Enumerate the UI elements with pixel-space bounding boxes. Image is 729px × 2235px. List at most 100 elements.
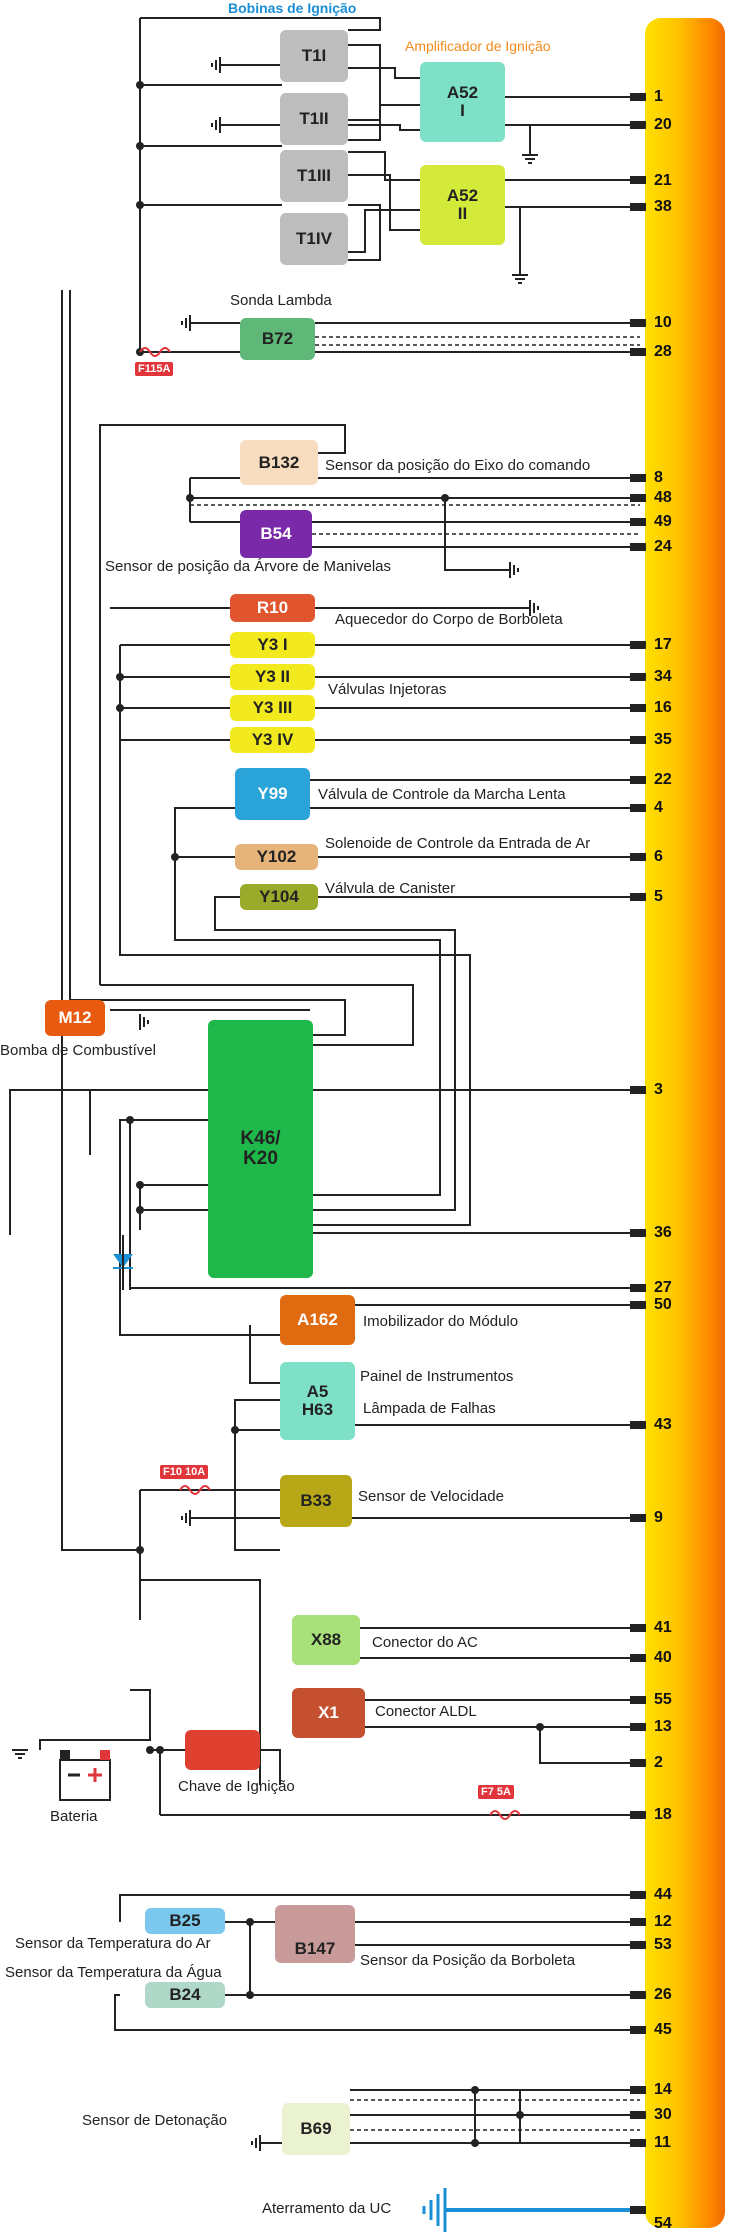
label-b69: Sensor de Detonação bbox=[82, 2112, 228, 2129]
terminal-38: 38 bbox=[654, 198, 672, 215]
fuel-pump-m12: M12 bbox=[45, 1000, 105, 1036]
terminal-22: 22 bbox=[654, 771, 672, 788]
terminal-20: 20 bbox=[654, 116, 672, 133]
terminal-43: 43 bbox=[654, 1416, 672, 1433]
terminal-9: 9 bbox=[654, 1509, 663, 1526]
battery-symbol bbox=[59, 1750, 111, 1801]
idle-valve-y99: Y99 bbox=[235, 768, 310, 820]
ac-connector-x88: X88 bbox=[292, 1615, 360, 1665]
terminal-35: 35 bbox=[654, 731, 672, 748]
terminal-14: 14 bbox=[654, 2081, 672, 2098]
air-temp-sensor-b25: B25 bbox=[145, 1908, 225, 1934]
label-battery: Bateria bbox=[50, 1808, 98, 1825]
terminal-48: 48 bbox=[654, 489, 672, 506]
terminal-34: 34 bbox=[654, 668, 672, 685]
aldl-connector-x1: X1 bbox=[292, 1688, 365, 1738]
terminal-53: 53 bbox=[654, 1936, 672, 1953]
crankshaft-sensor-b54: B54 bbox=[240, 510, 312, 558]
label-y104: Válvula de Canister bbox=[325, 880, 456, 897]
terminal-28: 28 bbox=[654, 343, 672, 360]
fuse-f115a: F115A bbox=[135, 362, 174, 376]
label-b25: Sensor da Temperatura do Ar bbox=[15, 1935, 211, 1952]
label-b24: Sensor da Temperatura da Água bbox=[5, 1964, 222, 1981]
terminal-8: 8 bbox=[654, 469, 663, 486]
coil-t1ii: T1II bbox=[280, 93, 348, 145]
ignition-switch bbox=[185, 1730, 260, 1770]
coil-t1i: T1I bbox=[280, 30, 348, 82]
terminal-5: 5 bbox=[654, 888, 663, 905]
terminal-4: 4 bbox=[654, 799, 663, 816]
label-y102: Solenoide de Controle da Entrada de Ar bbox=[325, 835, 591, 852]
terminal-17: 17 bbox=[654, 636, 672, 653]
terminal-40: 40 bbox=[654, 1649, 672, 1666]
panel-a5-h63: A5 H63 bbox=[280, 1362, 355, 1440]
terminal-55: 55 bbox=[654, 1691, 672, 1708]
terminal-26: 26 bbox=[654, 1986, 672, 2003]
terminal-6: 6 bbox=[654, 848, 663, 865]
terminal-50: 50 bbox=[654, 1296, 672, 1313]
label-ground: Aterramento da UC bbox=[262, 2200, 392, 2217]
coil-t1iii: T1III bbox=[280, 150, 348, 202]
label-x88: Conector do AC bbox=[372, 1634, 478, 1651]
terminal-1: 1 bbox=[654, 88, 663, 105]
terminal-54: 54 bbox=[654, 2215, 672, 2232]
terminal-11: 11 bbox=[654, 2134, 671, 2151]
label-a5: Painel de Instrumentos bbox=[360, 1368, 514, 1385]
ecu-connector-bar bbox=[645, 18, 725, 2228]
relay-k46-k20: K46/ K20 bbox=[208, 1020, 313, 1278]
terminal-16: 16 bbox=[654, 699, 672, 716]
header-coils: Bobinas de Ignição bbox=[228, 0, 357, 16]
amplifier-a52-i: A52 I bbox=[420, 62, 505, 142]
label-b147: Sensor da Posição da Borboleta bbox=[360, 1952, 576, 1969]
injector-y3-iv: Y3 IV bbox=[230, 727, 315, 753]
terminal-30: 30 bbox=[654, 2106, 672, 2123]
solenoid-y102: Y102 bbox=[235, 844, 318, 870]
label-ignition: Chave de Ignição bbox=[178, 1778, 295, 1795]
label-b33: Sensor de Velocidade bbox=[358, 1488, 504, 1505]
water-temp-sensor-b24: B24 bbox=[145, 1982, 225, 2008]
camshaft-sensor-b132: B132 bbox=[240, 440, 318, 485]
fuse-f7: F7 5A bbox=[478, 1785, 514, 1799]
terminal-18: 18 bbox=[654, 1806, 672, 1823]
label-lambda: Sonda Lambda bbox=[230, 292, 332, 309]
terminal-27: 27 bbox=[654, 1279, 672, 1296]
b147-name: B147 bbox=[294, 1939, 336, 1959]
immobilizer-a162: A162 bbox=[280, 1295, 355, 1345]
throttle-sensor-b147: B147 bbox=[275, 1905, 355, 1963]
terminal-45: 45 bbox=[654, 2021, 672, 2038]
lambda-sensor-b72: B72 bbox=[240, 318, 315, 360]
terminal-2: 2 bbox=[654, 1754, 663, 1771]
label-y3: Válvulas Injetoras bbox=[328, 681, 447, 698]
coil-t1iv: T1IV bbox=[280, 213, 348, 265]
label-r10: Aquecedor do Corpo de Borboleta bbox=[335, 611, 563, 628]
terminal-12: 12 bbox=[654, 1913, 672, 1930]
label-b132: Sensor da posição do Eixo do comando bbox=[325, 457, 591, 474]
injector-y3-i: Y3 I bbox=[230, 632, 315, 658]
terminal-3: 3 bbox=[654, 1081, 663, 1098]
heater-r10: R10 bbox=[230, 594, 315, 622]
fuse-f10: F10 10A bbox=[160, 1465, 209, 1479]
injector-y3-iii: Y3 III bbox=[230, 695, 315, 721]
label-y99: Válvula de Controle da Marcha Lenta bbox=[318, 786, 566, 803]
terminal-49: 49 bbox=[654, 513, 672, 530]
terminal-10: 10 bbox=[654, 314, 672, 331]
injector-y3-ii: Y3 II bbox=[230, 664, 315, 690]
terminal-24: 24 bbox=[654, 538, 672, 555]
amplifier-a52-ii: A52 II bbox=[420, 165, 505, 245]
terminal-13: 13 bbox=[654, 1718, 672, 1735]
terminal-41: 41 bbox=[654, 1619, 672, 1636]
label-x1: Conector ALDL bbox=[375, 1703, 477, 1720]
header-amplifier: Amplificador de Ignição bbox=[405, 38, 551, 54]
canister-valve-y104: Y104 bbox=[240, 884, 318, 910]
terminal-44: 44 bbox=[654, 1886, 672, 1903]
terminal-21: 21 bbox=[654, 172, 672, 189]
label-m12: Bomba de Combustível bbox=[0, 1042, 156, 1059]
label-a162: Imobilizador do Módulo bbox=[363, 1313, 519, 1330]
label-b54: Sensor de posição da Árvore de Manivelas bbox=[105, 558, 391, 575]
knock-sensor-b69: B69 bbox=[282, 2103, 350, 2155]
terminal-36: 36 bbox=[654, 1224, 672, 1241]
label-h63: Lâmpada de Falhas bbox=[363, 1400, 496, 1417]
speed-sensor-b33: B33 bbox=[280, 1475, 352, 1527]
